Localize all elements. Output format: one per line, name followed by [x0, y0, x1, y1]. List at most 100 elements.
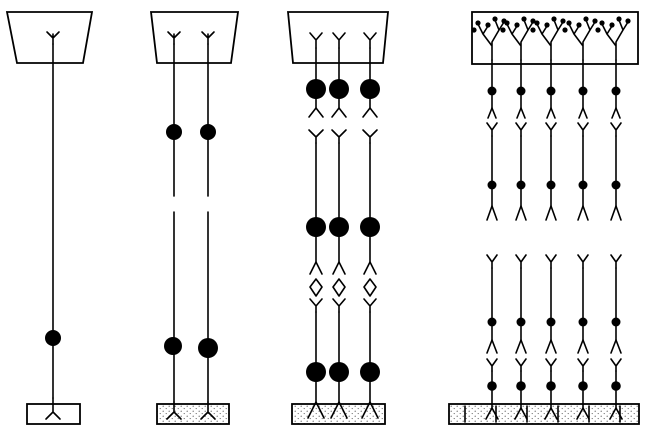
panel-4-chain-2-terminal-4 — [514, 407, 528, 420]
panel-4-chain-1-knob-4 — [492, 16, 498, 22]
panel-4-chain-4-cell-3 — [578, 317, 588, 327]
panel-3 — [287, 11, 389, 425]
panel-4-chain-1-terminal-1 — [487, 107, 497, 119]
panel-1-top-region — [5, 11, 94, 64]
panel-4-chain-3-cell-4 — [546, 381, 556, 391]
panel-3-chain-2-dendrite-2 — [331, 129, 347, 144]
panel-4-chain-1-cell-1 — [487, 86, 497, 96]
panel-4-chain-2-terminal-2 — [515, 205, 527, 221]
panel-3-chain-2-terminal-1 — [331, 107, 347, 118]
panel-4-chain-4-cell-2 — [578, 180, 588, 190]
panel-3-chain-2-dendrite-top — [332, 32, 346, 49]
panel-4-chain-4-knob-1 — [566, 20, 572, 26]
panel-1-dendrite-top — [46, 31, 60, 45]
panel-3-top-region — [287, 11, 389, 64]
panel-4-chain-5-terminal-1 — [611, 107, 621, 119]
panel-4-chain-2-knob-4 — [521, 16, 527, 22]
panel-4-chain-2-tuft — [506, 19, 534, 61]
panel-4-chain-4-cell-4 — [578, 381, 588, 391]
panel-4-chain-4-dendrite-3 — [577, 254, 589, 269]
panel-4-chain-5-knob-3 — [625, 18, 631, 24]
panel-4-chain-4-cell-1 — [578, 86, 588, 96]
panel-4-chain-2-cell-2 — [516, 180, 526, 190]
panel-2-chain-b-terminal — [200, 401, 216, 420]
panel-4-chain-4-knob-5 — [562, 27, 568, 33]
panel-3-chain-1-dendrite-3 — [309, 298, 323, 313]
panel-2-chain-a-dendrite — [167, 31, 181, 45]
panel-4-chain-4-tuft — [568, 19, 596, 61]
panel-4-chain-5-terminal-2 — [610, 205, 622, 221]
panel-4-chain-5-terminal-3 — [610, 339, 622, 354]
panel-2-chain-a-cell-lower — [164, 337, 182, 355]
panel-4-chain-3-dendrite-4 — [545, 358, 557, 372]
panel-4-chain-5-cell-3 — [611, 317, 621, 327]
panel-3-chain-1-dendrite-top — [309, 32, 323, 49]
panel-4-chain-3-knob-3 — [560, 18, 566, 24]
panel-3-chain-1-junction — [309, 278, 323, 297]
panel-3-chain-1-terminal-1 — [308, 107, 324, 118]
panel-4-chain-3-dendrite-3 — [545, 254, 557, 269]
panel-4-chain-2-knob-1 — [504, 20, 510, 26]
panel-3-chain-1-terminal-3 — [307, 401, 325, 419]
panel-2-chain-a-cell-upper — [166, 124, 182, 140]
panel-4-chain-5-knob-5 — [595, 27, 601, 33]
panel-4-chain-5-terminal-4 — [609, 407, 623, 420]
panel-4-chain-4-terminal-1 — [578, 107, 588, 119]
panel-3-chain-2-terminal-3 — [330, 401, 348, 419]
panel-4-chains — [471, 16, 631, 420]
panel-4-chain-5-dendrite-4 — [610, 358, 622, 372]
panel-3-chain-3-terminal-2 — [363, 261, 377, 275]
panel-4-chain-4-knob-4 — [583, 16, 589, 22]
panel-4-chain-3-terminal-4 — [544, 407, 558, 420]
panel-4-chain-2-terminal-3 — [515, 339, 527, 354]
panel-4-chain-1-knob-2 — [485, 22, 491, 28]
panel-4-chain-2-knob-3 — [530, 18, 536, 24]
panel-4-chain-1-terminal-3 — [486, 339, 498, 354]
panel-4-chain-5-knob-2 — [609, 22, 615, 28]
panel-4-chain-3-cell-2 — [546, 180, 556, 190]
panel-4-chain-3-dendrite-2 — [545, 122, 557, 137]
panel-4-chain-1-terminal-4 — [485, 407, 499, 420]
panel-1-cell-body — [45, 330, 61, 346]
panel-3-chain-3-dendrite-3 — [363, 298, 377, 313]
panel-3-chain-2-cell-3 — [329, 362, 349, 382]
panel-4-chain-5-dendrite-2 — [610, 122, 622, 137]
panel-4-chain-4-knob-2 — [576, 22, 582, 28]
panel-4-chain-2-dendrite-2 — [515, 122, 527, 137]
panel-4-chain-1-cell-3 — [487, 317, 497, 327]
panel-4-chain-5-cell-1 — [611, 86, 621, 96]
panel-4-chain-1-knob-5 — [471, 27, 477, 33]
panel-2-top-region — [149, 11, 240, 64]
panel-4-chain-1-dendrite-3 — [486, 254, 498, 269]
panel-4-chain-3-terminal-2 — [545, 205, 557, 221]
panel-2-chain-b-cell-lower — [198, 338, 218, 358]
panel-4-chain-5-tuft — [601, 19, 629, 61]
panel-4-chain-1-dendrite-4 — [486, 358, 498, 372]
panel-1 — [5, 11, 94, 425]
panel-4-chain-3-knob-5 — [530, 27, 536, 33]
panel-3-chain-3-cell-1 — [360, 79, 380, 99]
panel-2-chain-b-cell-upper — [200, 124, 216, 140]
panel-4-chain-4-knob-3 — [592, 18, 598, 24]
panel-3-chain-3-junction — [363, 278, 377, 297]
panel-4-chain-2-cell-3 — [516, 317, 526, 327]
panel-4-chain-2-knob-2 — [514, 22, 520, 28]
panel-4-chain-4-dendrite-4 — [577, 358, 589, 372]
panel-4-chain-2-dendrite-3 — [515, 254, 527, 269]
panel-4-chain-4-terminal-4 — [576, 407, 590, 420]
panel-4-chain-3-knob-4 — [551, 16, 557, 22]
panel-4-chain-1-dendrite-2 — [486, 122, 498, 137]
panel-4-chain-3-terminal-3 — [545, 339, 557, 354]
panel-2-chain-a-terminal — [166, 401, 182, 420]
panel-3-chain-3-cell-2 — [360, 217, 380, 237]
panel-3-chain-2-dendrite-3 — [332, 298, 346, 313]
panel-3-chain-2-cell-1 — [329, 79, 349, 99]
panel-4-chain-4-terminal-3 — [577, 339, 589, 354]
panel-4-chain-1-cell-4 — [487, 381, 497, 391]
panel-4-chain-1-terminal-2 — [486, 205, 498, 221]
panel-3-chain-1-cell-2 — [306, 217, 326, 237]
panel-4-chain-3-knob-1 — [534, 20, 540, 26]
panel-3-chain-2-cell-2 — [329, 217, 349, 237]
panel-4-chain-1-cell-2 — [487, 180, 497, 190]
